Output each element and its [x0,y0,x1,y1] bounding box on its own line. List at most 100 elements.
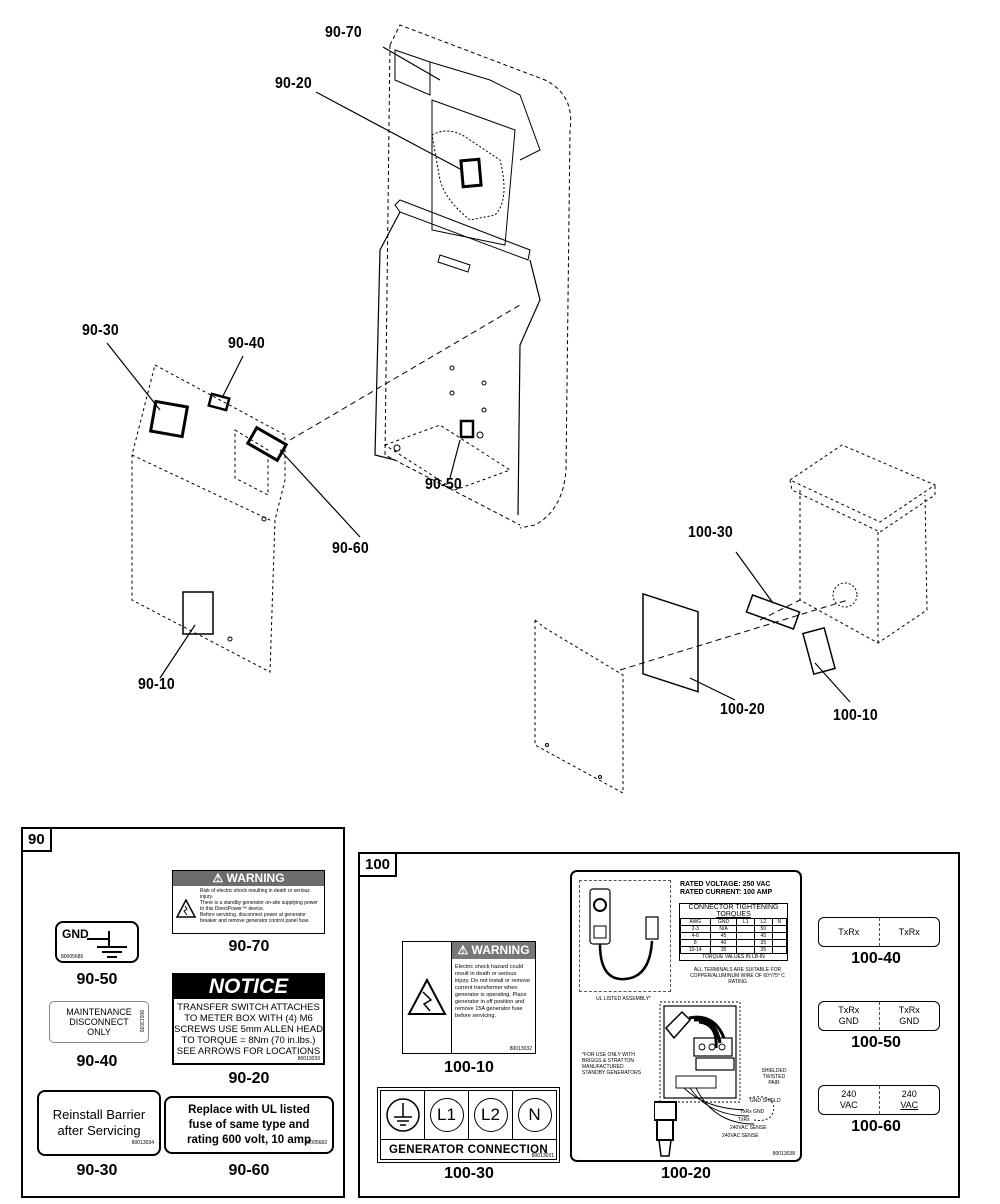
shock-hazard-icon [407,978,447,1015]
warning-label-90-70: ⚠ WARNING Risk of electric shock resulti… [172,870,325,934]
ground-symbol-icon [381,1091,425,1139]
reinstall-part: 80013034 [131,1140,154,1146]
vac60-r1: 240 [901,1089,917,1099]
genconn-part: 80013031 [531,1153,554,1159]
panel-100: 100 ⚠ WARNING Electric shock hazard coul… [358,852,960,1198]
th-gnd: GND [709,918,738,926]
txrx-text: TxRx [738,1117,750,1123]
th-l1: L1 [736,918,756,926]
cell [771,932,788,940]
replace-line3: rating 600 volt, 10 amp [187,1133,311,1146]
warning-100-body: Electric shock hazard could result in de… [455,964,531,1019]
vac60-l1: 240 [841,1089,857,1099]
cell: 35 [754,946,773,954]
terminals-note: ALL TERMINALS ARE SUITABLE FOR COPPER/AL… [690,967,785,985]
callout-90-40: 90-40 [228,335,265,352]
warning-line1: Risk of electric shock resulting in deat… [200,888,310,900]
cell [771,925,788,933]
torque-title1: CONNECTOR TIGHTENING [688,904,779,911]
caption-90-70: 90-70 [228,938,270,955]
txrx-label: TxRx TxRx [818,917,940,947]
maint-line3: ONLY [87,1027,111,1037]
leader-lines [106,46,851,703]
barrier-panel [131,364,289,673]
wiring-diagram-label: UL LISTED ASSEMBLY* RATED VOLTAGE: 250 V… [570,870,802,1162]
caption-100-30: 100-30 [444,1165,494,1182]
cover-plate [534,592,699,794]
warning-line2: There is a standby generator on-site sup… [200,900,318,912]
warning-line3: Before servicing, disconnect power at ge… [200,912,310,924]
vac60-l2: VAC [839,1100,858,1110]
ul-listed-text: UL LISTED ASSEMBLY* [596,996,651,1002]
panel-90-tab: 90 [23,829,52,852]
gnd-part: 80005686 [61,954,84,960]
torque-footer: TORQUE VALUES IN LB-IN [702,954,765,960]
rated-current: RATED CURRENT: 100 AMP [680,889,773,896]
th-n: N [771,918,788,926]
generator-connection-label: L1 L2 N GENERATOR CONNECTION 80013031 [377,1087,560,1163]
panel-100-tab: 100 [360,854,398,877]
callout-90-30: 90-30 [82,322,119,339]
th-l2: L2 [754,918,773,926]
txrx50-r2: GND [899,1016,920,1026]
caption-100-50: 100-50 [851,1034,901,1051]
caption-90-20: 90-20 [228,1070,270,1087]
caption-90-60: 90-60 [228,1162,270,1179]
warning-header: ⚠ WARNING [173,871,324,886]
notice-label: NOTICE TRANSFER SWITCH ATTACHES TO METER… [172,973,325,1065]
txrx40-right: TxRx [878,918,940,946]
cell [736,932,756,940]
notice-line2: TO METER BOX WITH (4) M6 [184,1013,313,1024]
warning-label-100-10: ⚠ WARNING Electric shock hazard could re… [402,941,536,1054]
notice-line3: SCREWS USE 5mm ALLEN HEAD [174,1024,323,1035]
callout-90-20: 90-20 [275,75,312,92]
l1-symbol: L1 [429,1098,464,1132]
sense2-text: 240VAC SENSE [722,1133,759,1139]
cell [771,946,788,954]
power-inlet-icon [589,888,659,981]
caption-100-10: 100-10 [444,1059,494,1076]
cell [736,939,756,947]
n-symbol: N [517,1098,552,1132]
caption-90-50: 90-50 [76,971,118,988]
ground-symbol-icon [87,931,127,958]
vac60-r2: VAC [900,1100,919,1110]
txrx50-l1: TxRx [838,1005,860,1015]
cell: 8 [680,939,711,947]
maint-line1: MAINTENANCE [66,1007,132,1017]
callout-90-10: 90-10 [138,676,175,693]
cell: 45 [709,932,738,940]
cell: 45 [754,932,773,940]
callout-100-10: 100-10 [833,707,878,724]
reinstall-line2: after Servicing [57,1123,141,1138]
shock-hazard-icon [176,899,196,918]
reinstall-line1: Reinstall Barrier [52,1107,146,1122]
gnd-text: GND [62,927,89,941]
notice-part: 80013033 [297,1056,320,1062]
callout-90-60: 90-60 [332,540,369,557]
notice-line5: SEE ARROWS FOR LOCATIONS [176,1046,321,1057]
maint-line2: DISCONNECT [69,1017,129,1027]
warning-100-header: ⚠ WARNING [452,942,535,959]
replace-line1: Replace with UL listed [188,1103,310,1116]
cell: 2-3 [680,925,711,933]
callout-90-50: 90-50 [425,476,462,493]
maint-part: 80013035 [138,1010,144,1033]
rated-voltage: RATED VOLTAGE: 250 VAC [680,881,771,888]
cell: 35 [754,939,773,947]
sense1-text: 240VAC SENSE [730,1125,767,1131]
cell [736,925,756,933]
th-awg: AWG [680,918,711,926]
cell [771,939,788,947]
wiring-part: 80013038 [772,1151,795,1157]
footnote: *FOR USE ONLY WITH BRIGGS & STRATTON MAN… [582,1052,642,1076]
txrx50-l2: GND [838,1016,859,1026]
cell: 10-14 [680,946,711,954]
notice-header: NOTICE [174,975,323,999]
reinstall-barrier-label: Reinstall Barrier after Servicing 800130… [37,1090,161,1156]
main-enclosure [374,24,572,529]
replace-fuse-label: Replace with UL listed fuse of same type… [164,1096,334,1154]
